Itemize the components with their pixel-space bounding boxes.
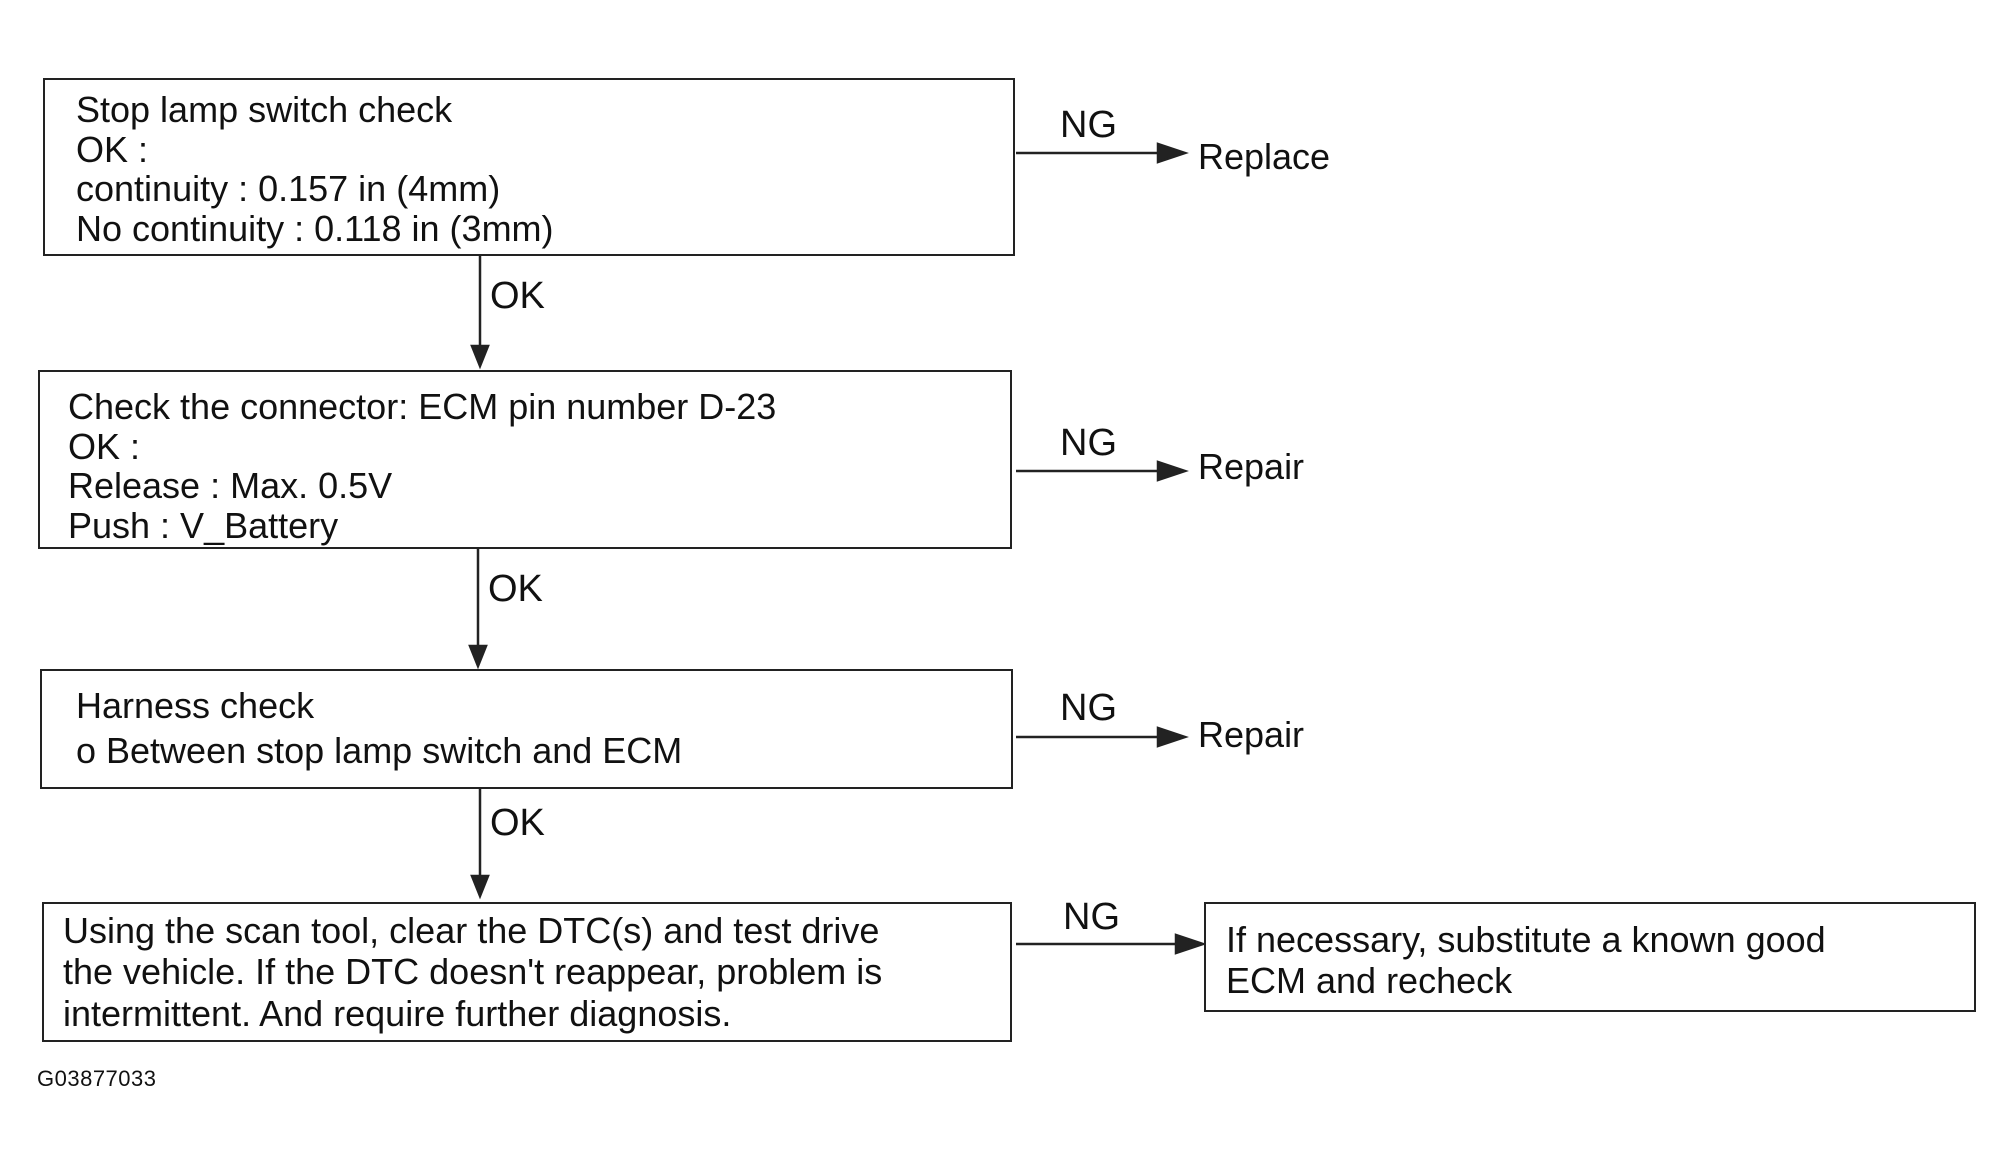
- step-text-line: No continuity : 0.118 in (3mm): [76, 207, 554, 249]
- step-text-line: Check the connector: ECM pin number D-23: [68, 386, 777, 427]
- step-box-stop-lamp-switch-check: Stop lamp switch check OK : continuity :…: [43, 78, 1015, 256]
- ng-label: NG: [1060, 687, 1117, 729]
- step-text-line: OK :: [76, 128, 149, 170]
- step-text-line: Release : Max. 0.5V: [68, 465, 393, 507]
- ng-arrowhead-1: [1156, 142, 1189, 164]
- step-text-line: OK :: [68, 425, 141, 467]
- ng-label: NG: [1060, 422, 1117, 464]
- step-box-scan-tool-test-drive: Using the scan tool, clear the DTC(s) an…: [42, 902, 1012, 1042]
- ng-arrowhead-4: [1174, 933, 1207, 955]
- ng-result-repair: Repair: [1198, 714, 1305, 755]
- step-box-connector-check: Check the connector: ECM pin number D-23…: [38, 370, 1012, 549]
- step-text-line: continuity : 0.157 in (4mm): [76, 168, 501, 210]
- ok-label: OK: [488, 568, 543, 610]
- ok-arrowhead-2: [468, 644, 488, 670]
- result-text-line: ECM and recheck: [1226, 960, 1513, 1002]
- ok-label: OK: [490, 802, 545, 844]
- result-text-line: If necessary, substitute a known good: [1226, 919, 1826, 960]
- ng-arrowhead-3: [1156, 726, 1189, 748]
- step-text-line: Push : V_Battery: [68, 504, 339, 546]
- ng-result-replace: Replace: [1198, 136, 1331, 177]
- step-text-line: Using the scan tool, clear the DTC(s) an…: [63, 910, 880, 951]
- ok-arrowhead-3: [470, 874, 490, 900]
- ok-label: OK: [490, 275, 545, 317]
- step-text-line: o Between stop lamp switch and ECM: [76, 730, 683, 771]
- step-box-harness-check: Harness check o Between stop lamp switch…: [40, 669, 1013, 789]
- step-text-line: Stop lamp switch check: [76, 89, 453, 130]
- figure-id: G03877033: [37, 1066, 157, 1091]
- ng-label: NG: [1063, 896, 1120, 938]
- ok-arrowhead-1: [470, 344, 490, 370]
- result-box-substitute-ecm: If necessary, substitute a known good EC…: [1204, 902, 1976, 1012]
- ng-arrowhead-2: [1156, 460, 1189, 482]
- ng-result-repair: Repair: [1198, 446, 1305, 487]
- ng-label: NG: [1060, 104, 1117, 146]
- step-text-line: intermittent. And require further diagno…: [63, 992, 732, 1034]
- step-text-line: Harness check: [76, 685, 315, 726]
- step-text-line: the vehicle. If the DTC doesn't reappear…: [63, 951, 883, 993]
